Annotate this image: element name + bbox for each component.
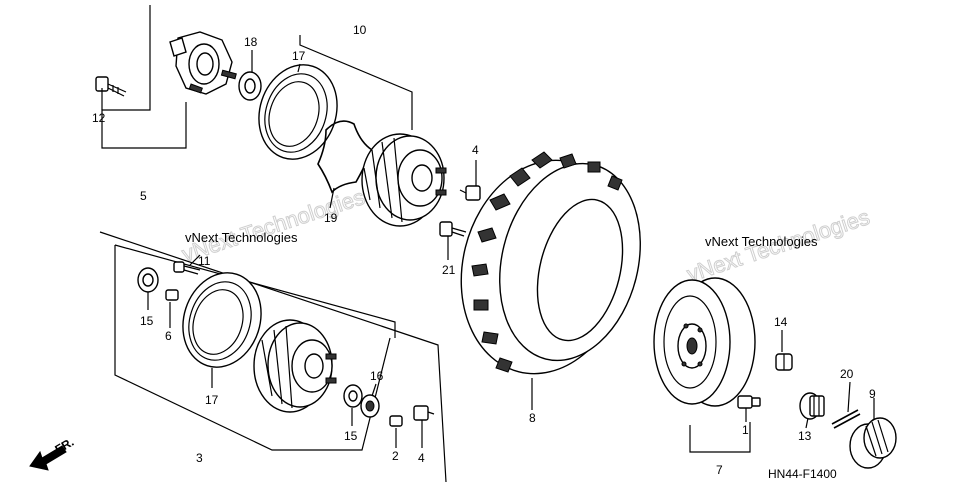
- tire-part-8: [460, 151, 641, 375]
- bracket-7: [689, 422, 751, 453]
- bracket-3-top: [114, 244, 396, 338]
- bolt-part-12: [95, 76, 127, 97]
- callout-21: 21: [442, 263, 456, 277]
- callout-8: 8: [529, 411, 536, 425]
- seal-part-16: [360, 394, 380, 418]
- bolt-part-11: [173, 261, 201, 275]
- nut-part-4-bottom: [413, 405, 435, 421]
- callout-20: 20: [840, 367, 854, 381]
- callout-13: 13: [798, 429, 812, 443]
- callout-10: 10: [353, 23, 367, 37]
- callout-6: 6: [165, 329, 172, 343]
- wheel-rim-part-7: [653, 277, 756, 407]
- bearing-part-18: [238, 71, 262, 101]
- callout-labels: 1 2 3 4 4 5 6 7 8 9 10 11 12 13 14 15 15…: [92, 23, 876, 477]
- callout-4-top: 4: [472, 143, 479, 157]
- callout-2: 2: [392, 449, 399, 463]
- bracket-line-top: [99, 231, 447, 482]
- bolt-part-21: [439, 221, 467, 237]
- castle-nut-part-13: [799, 392, 825, 420]
- front-direction-arrow: FR.: [29, 435, 76, 471]
- watermark-right: vNext Technologies: [705, 234, 818, 249]
- o-ring-part-19: [317, 120, 374, 194]
- callout-3: 3: [196, 451, 203, 465]
- bracket-10: [299, 35, 413, 130]
- drum-part-17-bottom: [182, 272, 262, 368]
- collar-part-6: [165, 289, 179, 301]
- cap-part-9: [849, 417, 897, 469]
- callout-15-left: 15: [140, 314, 154, 328]
- watermark-left: vNext Technologies: [185, 230, 298, 245]
- bearing-part-15-right: [343, 384, 363, 408]
- callout-16: 16: [370, 369, 384, 383]
- diagram-code: HN44-F1400: [768, 467, 837, 481]
- callout-18: 18: [244, 35, 258, 49]
- callout-14: 14: [774, 315, 788, 329]
- callout-17-bottom: 17: [205, 393, 219, 407]
- leader-lines: [101, 50, 875, 448]
- callout-19: 19: [324, 211, 338, 225]
- hub-part-5: [169, 31, 237, 95]
- callout-9: 9: [869, 387, 876, 401]
- brake-hub-part-10: [361, 133, 447, 227]
- callout-7: 7: [716, 463, 723, 477]
- callout-15-right: 15: [344, 429, 358, 443]
- callout-5: 5: [140, 189, 147, 203]
- cotter-pin-part-20: [831, 409, 861, 429]
- collar-part-2: [389, 415, 403, 427]
- nut-part-14: [775, 353, 793, 371]
- bearing-part-15-left: [137, 267, 159, 293]
- brake-hub-part-3: [253, 319, 337, 413]
- nut-part-4-top: [459, 185, 481, 201]
- callout-11: 11: [198, 254, 211, 268]
- callout-1: 1: [742, 423, 749, 437]
- callout-17-top: 17: [292, 49, 306, 63]
- valve-part-1: [737, 395, 761, 409]
- callout-12: 12: [92, 111, 106, 125]
- bracket-5: [101, 5, 187, 149]
- callout-4-bottom: 4: [418, 451, 425, 465]
